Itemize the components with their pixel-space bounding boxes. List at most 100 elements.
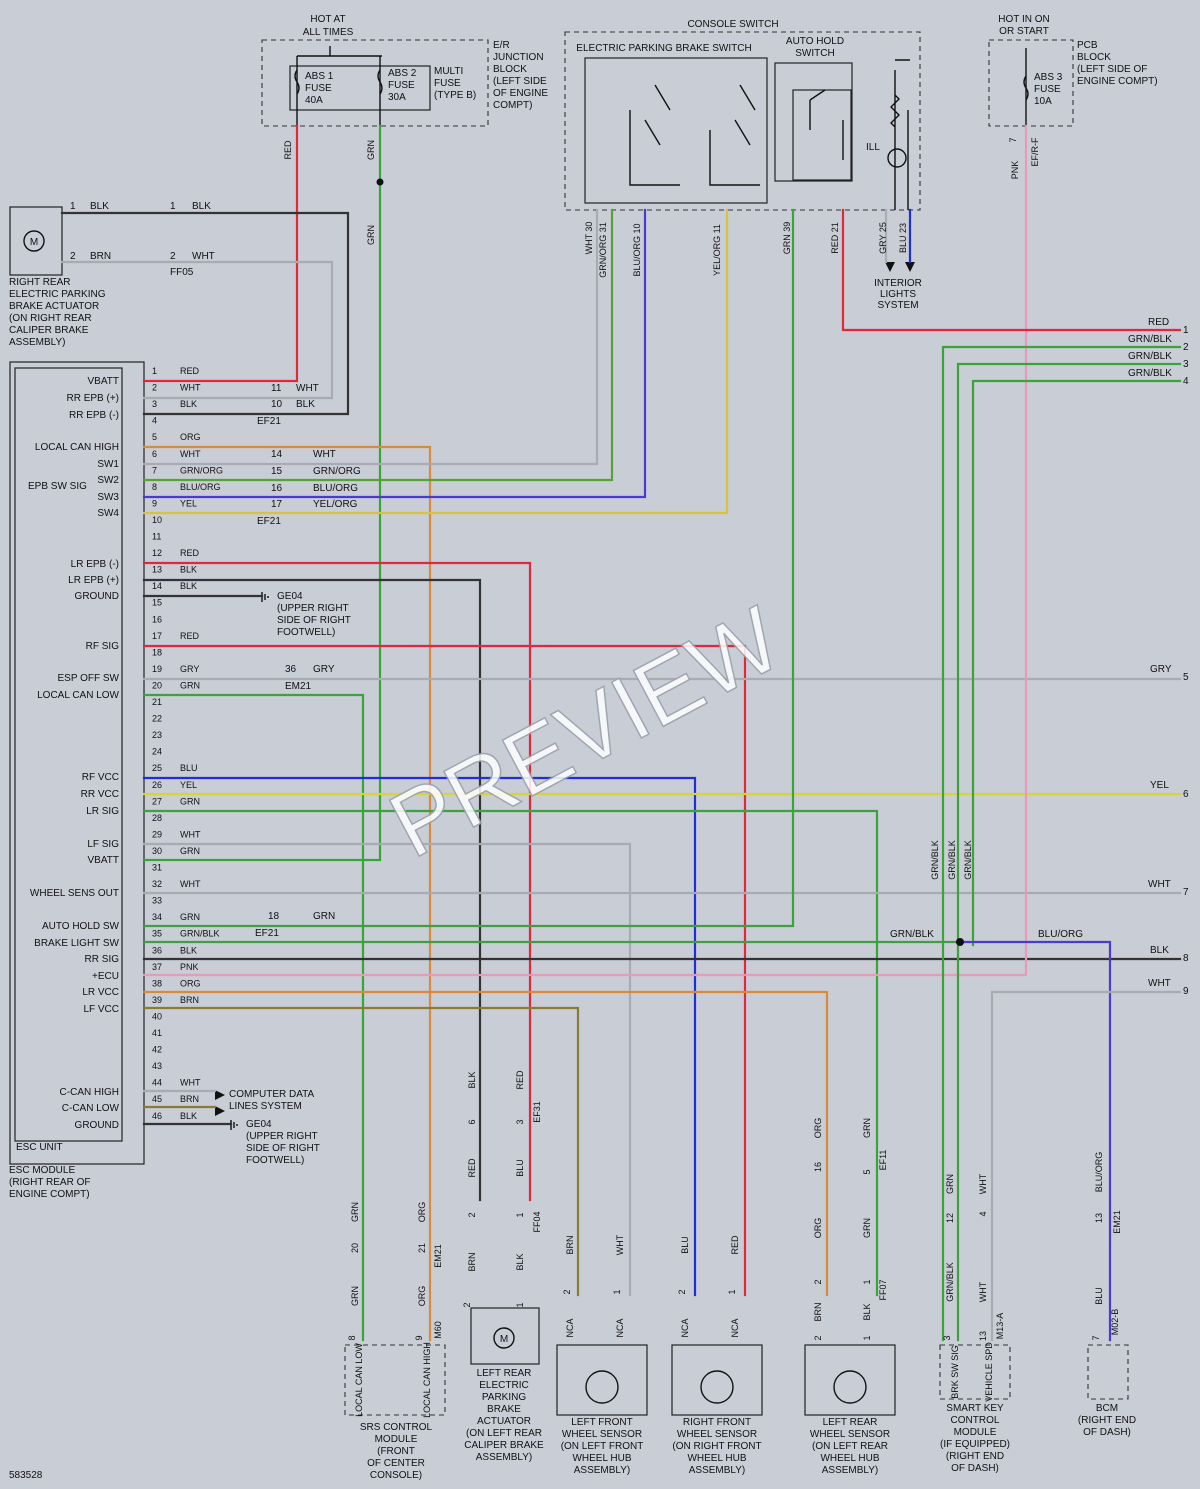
esc-pin-number-37: 37 [152,962,162,972]
v-org-lr2: ORG [813,1218,823,1239]
v-ff07: FF07 [878,1279,888,1300]
cdl-1: COMPUTER DATA [229,1089,315,1100]
wire-grn-20 [142,208,795,928]
esc-pin-wire-color-35: GRN/BLK [180,929,220,939]
esc-pin-wire-color-13: BLK [180,565,197,575]
wire-blu-org-7 [142,208,647,499]
esc-pin-wire-color-20: GRN [180,680,200,690]
abs2-fuse-3: 30A [388,92,406,103]
esc-pin-function-23: RR SIG [85,954,120,965]
c-16: 16 [271,483,283,494]
c-36: 36 [285,664,297,675]
v-blu-rf: BLU [680,1236,690,1254]
esc-pin-number-14: 14 [152,581,162,591]
wire-org-4 [142,445,432,1342]
esc-pin-number-45: 45 [152,1094,162,1104]
esc-pin-number-9: 9 [152,498,157,508]
esc-mod-3: ENGINE COMPT) [9,1189,90,1200]
wl-blk-10: BLK [296,399,315,410]
pcb-block-outline [988,39,1074,127]
er-jb-2: JUNCTION [493,52,544,63]
ef21-a: EF21 [257,416,281,427]
wire-red-26 [841,208,1182,332]
v-pin3b: 3 [942,1335,952,1340]
esc-pin-wire-color-9: YEL [180,498,197,508]
v-pin4: 4 [978,1211,988,1216]
wl-grnorg-15: GRN/ORG [313,466,361,477]
esc-pin-wire-color-19: GRY [180,664,199,674]
esc-pin-wire-color-14: BLK [180,581,197,591]
console-switch-outline [564,31,921,211]
c-11: 11 [271,383,282,394]
lr-act-2: ELECTRIC [479,1380,528,1391]
out-6: 6 [1183,789,1189,800]
esc-pin-wire-color-30: GRN [180,846,200,856]
wire-wht-31 [990,990,1182,1342]
esc-pin-wire-color-12: RED [180,548,200,558]
skm-6: OF DASH) [951,1463,999,1474]
v-red-lr2: RED [467,1158,477,1178]
int-lights-3: SYSTEM [877,300,918,311]
wl-gry-36: GRY [313,664,335,675]
esc-pin-number-39: 39 [152,995,162,1005]
splice-point [956,938,964,946]
v-grn39: GRN 39 [782,222,792,255]
rf-ws-5: ASSEMBLY) [689,1465,746,1476]
v-nca-rf2: NCA [730,1318,740,1337]
esc-pin-wire-color-6: WHT [180,449,201,459]
abs3-3: 10A [1034,96,1052,107]
v-pin1e: 1 [862,1279,872,1284]
esc-pin-function-7: SW3 [97,492,119,503]
wire-wht-5 [142,208,599,466]
v-pin16: 16 [813,1162,823,1172]
esc-pin-wire-color-36: BLK [180,945,197,955]
rf-ws-1: RIGHT FRONT [683,1417,751,1428]
multi-fuse-1: MULTI [434,66,463,77]
c-10: 10 [271,399,283,410]
wl-grn-18: GRN [313,911,335,922]
v-pin2e: 2 [813,1279,823,1284]
v-pin13b: 13 [1094,1213,1104,1223]
esc-pin-function-15: RF VCC [82,772,119,783]
esc-pin-function-20: WHEEL SENS OUT [30,888,119,899]
wire-layer [60,124,1182,1342]
esc-pin-number-44: 44 [152,1078,162,1088]
out-4: 4 [1183,376,1189,387]
v-pin1c: 1 [612,1289,622,1294]
v-pin2f: 2 [813,1335,823,1340]
esc-pin-number-4: 4 [152,416,157,426]
v-wht-skm2: WHT [978,1281,988,1302]
v-pin6: 6 [467,1119,477,1124]
abs2-fuse-1: ABS 2 [388,68,417,79]
v-blk-lr3: BLK [515,1253,525,1270]
esc-pin-function-3: LOCAL CAN HIGH [35,442,119,453]
v-m60: M60 [433,1321,443,1339]
lr-act-4: BRAKE [487,1404,521,1415]
can-arrow-icon-2 [215,1106,225,1116]
v-pin5: 5 [862,1169,872,1174]
esc-pin-number-26: 26 [152,780,162,790]
esc-pin-function-17: LR SIG [86,806,119,817]
hot-at-all-times-2: ALL TIMES [303,27,354,38]
esc-pin-number-2: 2 [152,383,157,393]
wl-bluorg-16: BLU/ORG [313,483,358,494]
abs1-fuse-3: 40A [305,95,323,106]
rr-act-6: ASSEMBLY) [9,337,66,348]
esc-pin-number-36: 36 [152,945,162,955]
rf-ws-3: (ON RIGHT FRONT [672,1441,761,1452]
v-brn-lf: BRN [565,1235,575,1254]
lr-act-6: (ON LEFT REAR [466,1428,542,1439]
esc-pin-wire-color-32: WHT [180,879,201,889]
wire-red-12 [142,644,747,1297]
ww-wht-9: WHT [1148,978,1171,989]
bcm-2: (RIGHT END [1078,1415,1136,1426]
v-pin7b: 7 [1091,1335,1101,1340]
v-wht-skm: WHT [978,1173,988,1194]
v-wht-lf: WHT [615,1234,625,1255]
esc-pin-number-24: 24 [152,747,162,757]
esc-pin-function-5: SW2 [97,475,119,486]
v-bluorg-bcm: BLU/ORG [1094,1152,1104,1193]
ge04b-4: FOOTWELL) [246,1155,304,1166]
